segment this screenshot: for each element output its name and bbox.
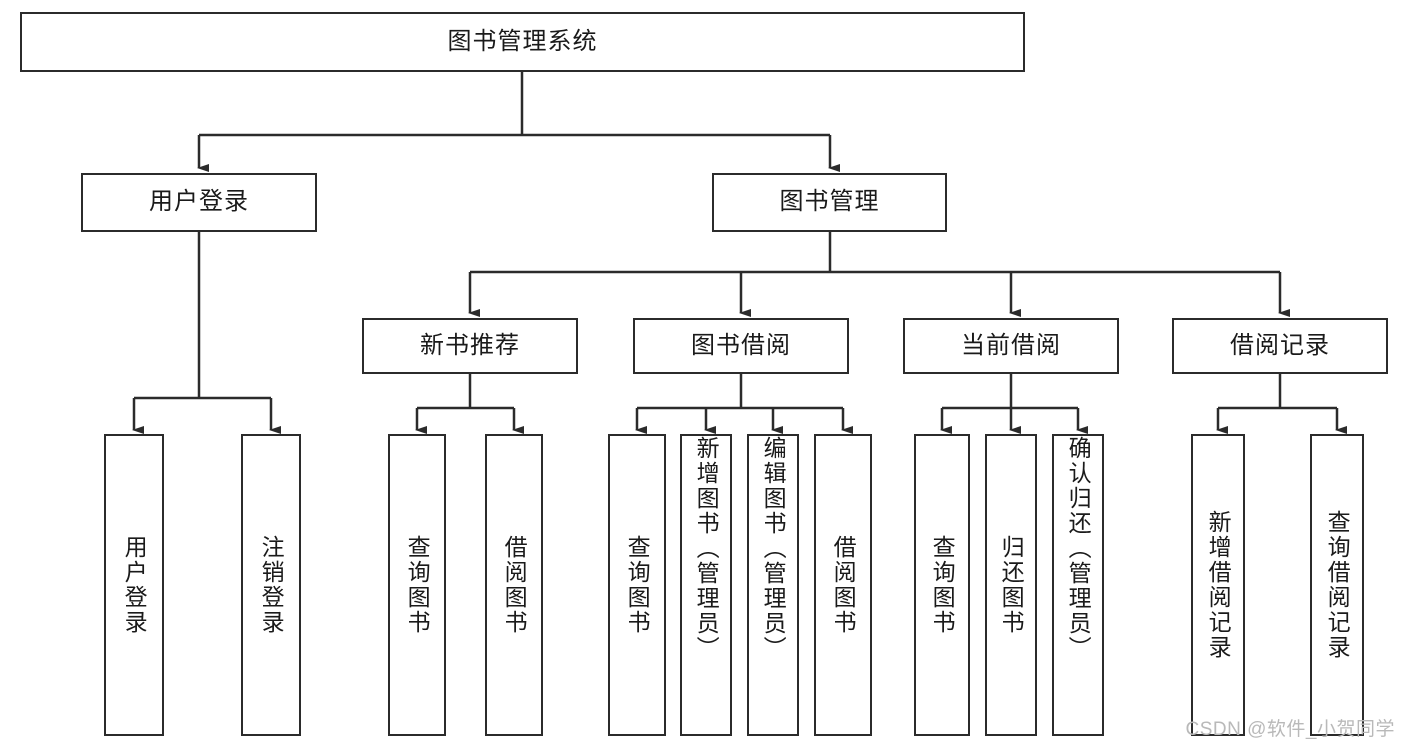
- node-current-borrow-label: 当前借阅: [961, 331, 1061, 359]
- leaf-logout[interactable]: 注销登录: [241, 434, 301, 736]
- leaf-add-book-admin-label: 新增图书（管理员）: [693, 436, 720, 661]
- leaf-borrow-book-label: 借阅图书: [830, 535, 857, 635]
- leaf-add-borrow-record-label: 新增借阅记录: [1205, 510, 1232, 660]
- leaf-query-book-recommend-label: 查询图书: [404, 535, 431, 635]
- leaf-confirm-return-admin-label: 确认归还（管理员）: [1065, 436, 1092, 661]
- node-user-login[interactable]: 用户登录: [81, 173, 317, 232]
- leaf-query-book-current-label: 查询图书: [929, 535, 956, 635]
- leaf-query-book-borrow-inner: 查询图书: [610, 436, 664, 734]
- leaf-return-book-label: 归还图书: [998, 535, 1025, 635]
- leaf-edit-book-admin-inner: 编辑图书（管理员）: [749, 436, 797, 734]
- leaf-borrow-book-recommend-label: 借阅图书: [501, 535, 528, 635]
- leaf-confirm-return-admin-inner: 确认归还（管理员）: [1054, 436, 1102, 734]
- node-root[interactable]: 图书管理系统: [20, 12, 1025, 72]
- leaf-query-borrow-record-label: 查询借阅记录: [1324, 510, 1351, 660]
- node-book-borrow-label: 图书借阅: [691, 331, 791, 359]
- leaf-add-borrow-record-inner: 新增借阅记录: [1193, 436, 1243, 734]
- leaf-edit-book-admin-label: 编辑图书（管理员）: [760, 436, 787, 661]
- node-new-book-recommend[interactable]: 新书推荐: [362, 318, 578, 374]
- leaf-borrow-book[interactable]: 借阅图书: [814, 434, 872, 736]
- csdn-watermark: CSDN @软件_小贺同学: [1185, 719, 1395, 740]
- leaf-query-borrow-record-inner: 查询借阅记录: [1312, 436, 1362, 734]
- node-current-borrow[interactable]: 当前借阅: [903, 318, 1119, 374]
- leaf-logout-label: 注销登录: [258, 535, 285, 635]
- leaf-user-login-label: 用户登录: [121, 535, 148, 635]
- leaf-query-book-recommend[interactable]: 查询图书: [388, 434, 446, 736]
- leaf-return-book-inner: 归还图书: [987, 436, 1035, 734]
- leaf-borrow-book-inner: 借阅图书: [816, 436, 870, 734]
- node-book-borrow[interactable]: 图书借阅: [633, 318, 849, 374]
- leaf-user-login-inner: 用户登录: [106, 436, 162, 734]
- leaf-return-book[interactable]: 归还图书: [985, 434, 1037, 736]
- leaf-query-book-borrow-label: 查询图书: [624, 535, 651, 635]
- node-borrow-record[interactable]: 借阅记录: [1172, 318, 1388, 374]
- leaf-logout-inner: 注销登录: [243, 436, 299, 734]
- leaf-borrow-book-recommend[interactable]: 借阅图书: [485, 434, 543, 736]
- leaf-query-book-recommend-inner: 查询图书: [390, 436, 444, 734]
- node-user-login-label: 用户登录: [149, 188, 249, 216]
- leaf-user-login[interactable]: 用户登录: [104, 434, 164, 736]
- leaf-query-book-borrow[interactable]: 查询图书: [608, 434, 666, 736]
- leaf-borrow-book-recommend-inner: 借阅图书: [487, 436, 541, 734]
- node-new-book-recommend-label: 新书推荐: [420, 331, 520, 359]
- leaf-query-borrow-record[interactable]: 查询借阅记录: [1310, 434, 1364, 736]
- node-root-label: 图书管理系统: [447, 27, 598, 55]
- leaf-confirm-return-admin[interactable]: 确认归还（管理员）: [1052, 434, 1104, 736]
- node-borrow-record-label: 借阅记录: [1230, 331, 1330, 359]
- leaf-query-book-current[interactable]: 查询图书: [914, 434, 970, 736]
- leaf-add-book-admin[interactable]: 新增图书（管理员）: [680, 434, 732, 736]
- leaf-edit-book-admin[interactable]: 编辑图书（管理员）: [747, 434, 799, 736]
- leaf-add-book-admin-inner: 新增图书（管理员）: [682, 436, 730, 734]
- node-book-management-label: 图书管理: [779, 188, 880, 216]
- leaf-query-book-current-inner: 查询图书: [916, 436, 968, 734]
- node-book-management[interactable]: 图书管理: [712, 173, 947, 232]
- leaf-add-borrow-record[interactable]: 新增借阅记录: [1191, 434, 1245, 736]
